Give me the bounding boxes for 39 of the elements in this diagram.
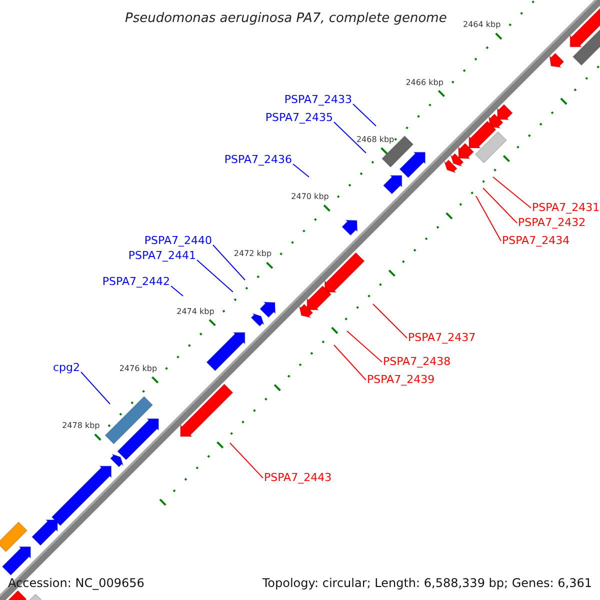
leader-line (170, 286, 184, 296)
tick-label: 2468 kbp (356, 136, 394, 144)
leader-line (196, 260, 234, 292)
leader-line (352, 104, 376, 126)
gene-label: PSPA7_2434 (502, 234, 570, 248)
leader-line (292, 164, 310, 178)
leader-line (482, 188, 518, 224)
gene-label: PSPA7_2435 (265, 111, 333, 125)
tick-label: 2470 kbp (291, 193, 329, 202)
gene-label: cpg2 (52, 361, 80, 375)
gene-label: PSPA7_2443 (264, 471, 332, 485)
leader-line (230, 442, 264, 478)
gene-label: PSPA7_2432 (518, 216, 586, 230)
leader-line (476, 196, 502, 242)
gene-label: PSPA7_2439 (367, 373, 435, 387)
gene-label: PSPA7_2438 (383, 355, 451, 369)
gene-label: PSPA7_2440 (144, 234, 212, 248)
leader-line (212, 244, 246, 280)
tick-label: 2478 kbp (62, 422, 100, 430)
gene-label: PSPA7_2431 (532, 201, 600, 215)
tick-label: 2466 kbp (406, 78, 444, 87)
tick-label: 2472 kbp (234, 250, 272, 258)
leader-line (492, 176, 532, 208)
leader-line (334, 122, 366, 154)
gene-label: PSPA7_2436 (224, 153, 292, 167)
gene-label: PSPA7_2437 (408, 331, 476, 345)
tick-label: 2474 kbp (176, 308, 214, 316)
leader-line (346, 330, 382, 362)
leader-line (80, 372, 110, 404)
gene-label: PSPA7_2441 (128, 249, 196, 263)
gene-label: PSPA7_2433 (284, 93, 352, 107)
leader-line (372, 304, 408, 338)
gene-label: PSPA7_2442 (102, 275, 170, 289)
leader-line (334, 344, 366, 380)
genome-info-label: Topology: circular; Length: 6,588,339 bp; Genes: 6,361 (262, 575, 592, 592)
accession-label: Accession: NC_009656 (8, 575, 144, 592)
title: Pseudomonas aeruginosa PA7, complete genome (125, 10, 447, 28)
tick-label: 2464 kbp (462, 21, 501, 30)
tick-label: 2476 kbp (119, 364, 158, 373)
